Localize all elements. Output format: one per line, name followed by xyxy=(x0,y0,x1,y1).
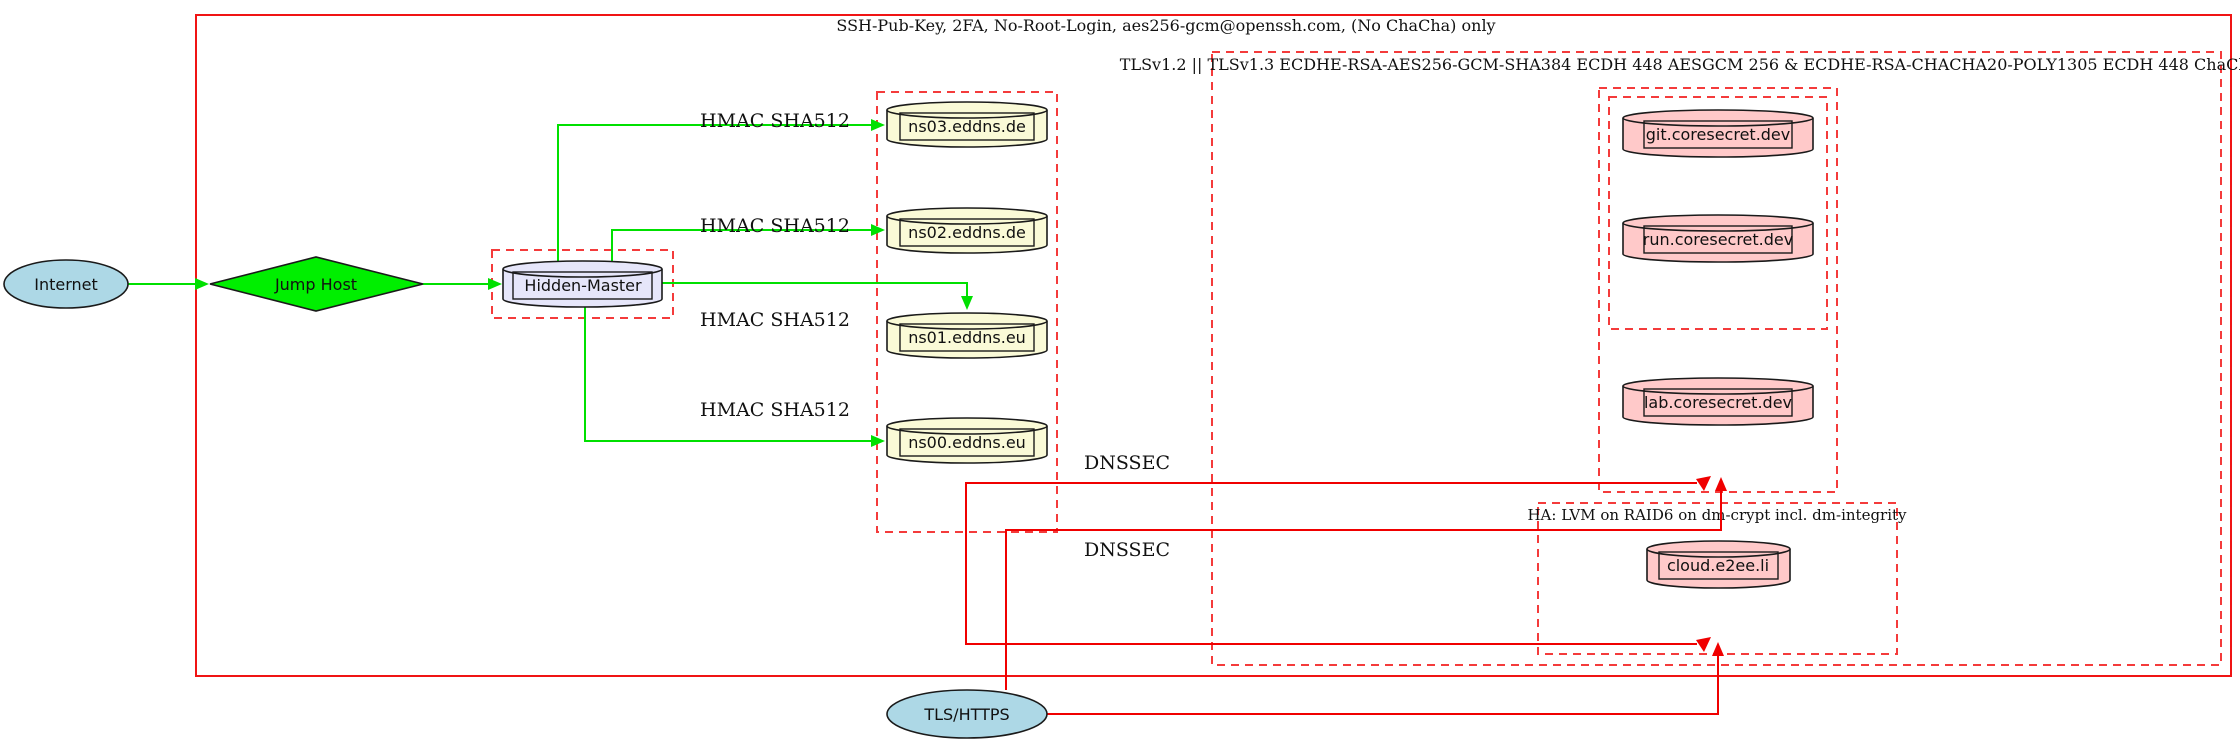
run-cylinder-top xyxy=(1622,214,1814,232)
node-tls-https: TLS/HTTPS xyxy=(886,689,1048,739)
internet-label: Internet xyxy=(34,275,98,294)
lab-cylinder-body xyxy=(1622,386,1814,426)
arrowhead-right-icon xyxy=(195,278,209,290)
node-cloud: cloud.e2ee.li xyxy=(1646,540,1791,589)
lab-label: lab.coresecret.dev xyxy=(1644,393,1792,412)
edge-dns-to-coresecret xyxy=(965,476,1711,532)
node-ns03: ns03.eddns.de xyxy=(886,101,1048,148)
run-label: run.coresecret.dev xyxy=(1643,230,1793,249)
node-ns01: ns01.eddns.eu xyxy=(886,312,1048,359)
edge-tls-to-coresecret xyxy=(1005,477,1727,690)
node-git: git.coresecret.dev xyxy=(1622,109,1814,158)
node-run: run.coresecret.dev xyxy=(1622,214,1814,263)
ns00-label-box xyxy=(899,428,1035,457)
tls-cluster-label: TLSv1.2 || TLSv1.3 ECDHE-RSA-AES256-GCM-… xyxy=(1120,55,2240,74)
lab-label-box xyxy=(1643,388,1793,417)
ns03-cylinder-body xyxy=(886,110,1048,148)
ssh-cluster: SSH-Pub-Key, 2FA, No-Root-Login, aes256-… xyxy=(195,14,2232,677)
cloud-cylinder-top xyxy=(1646,540,1791,558)
hidden-master-label-box xyxy=(512,271,653,300)
hmac-label-ns00: HMAC SHA512 xyxy=(700,399,850,421)
cloud-cylinder-body xyxy=(1646,549,1791,589)
arrowhead-up-icon xyxy=(1696,637,1711,652)
edge-hiddenmaster-to-ns01 xyxy=(662,282,973,310)
ns00-label: ns00.eddns.eu xyxy=(908,433,1026,452)
ssh-cluster-box xyxy=(195,14,2232,677)
git-label-box xyxy=(1643,120,1793,149)
ns01-cylinder-top xyxy=(886,312,1048,330)
node-ns00: ns00.eddns.eu xyxy=(886,417,1048,464)
ns02-cylinder-top xyxy=(886,207,1048,225)
arrowhead-up-icon xyxy=(1712,642,1724,656)
edge-internet-to-jumphost xyxy=(128,278,209,290)
arrowhead-right-icon xyxy=(871,119,885,131)
ns01-label: ns01.eddns.eu xyxy=(908,328,1026,347)
ns03-cylinder-top xyxy=(886,101,1048,119)
hmac-label-ns03: HMAC SHA512 xyxy=(700,110,850,132)
ns00-cylinder-body xyxy=(886,426,1048,464)
edge-hiddenmaster-to-ns00 xyxy=(584,307,885,447)
tls-https-ellipse xyxy=(886,689,1048,739)
ns02-label: ns02.eddns.de xyxy=(908,223,1026,242)
arrowhead-up-icon xyxy=(1696,476,1711,491)
hidden-master-cylinder-top xyxy=(502,260,663,278)
ha-cluster-label: HA: LVM on RAID6 on dm-crypt incl. dm-in… xyxy=(1527,506,1907,524)
edge-ns02-line xyxy=(611,229,872,261)
edge-hiddenmaster-to-ns02 xyxy=(611,224,885,261)
coresecret-outer-cluster-box xyxy=(1598,87,1838,493)
dns-cluster-box xyxy=(876,91,1058,533)
lab-cylinder-top xyxy=(1622,377,1814,395)
run-cylinder-body xyxy=(1622,223,1814,263)
git-label: git.coresecret.dev xyxy=(1646,125,1791,144)
jump-host-label: Jump Host xyxy=(274,275,357,294)
tls-cluster-box xyxy=(1211,51,2222,666)
hidden-master-cylinder-body xyxy=(502,269,663,308)
hidden-master-label: Hidden-Master xyxy=(524,276,642,295)
edge-tls-to-ha xyxy=(1047,642,1724,715)
edge-ns03-line xyxy=(557,124,872,261)
tls-cluster: TLSv1.2 || TLSv1.3 ECDHE-RSA-AES256-GCM-… xyxy=(1120,51,2240,666)
edge-hiddenmaster-to-ns03 xyxy=(557,119,885,261)
arrowhead-right-icon xyxy=(871,435,885,447)
tls-https-label: TLS/HTTPS xyxy=(923,705,1009,724)
edge-ns00-line xyxy=(584,307,872,442)
dnssec-label-1: DNSSEC xyxy=(1084,452,1170,474)
cloud-label-box xyxy=(1658,551,1779,580)
ssh-cluster-label: SSH-Pub-Key, 2FA, No-Root-Login, aes256-… xyxy=(836,16,1495,35)
ns01-cylinder-body xyxy=(886,321,1048,359)
node-hidden-master: Hidden-Master xyxy=(502,260,663,308)
node-jump-host: Jump Host xyxy=(209,256,424,312)
node-ns02: ns02.eddns.de xyxy=(886,207,1048,254)
cloud-label: cloud.e2ee.li xyxy=(1667,556,1769,575)
arrowhead-up-icon xyxy=(1715,477,1727,491)
git-cylinder-top xyxy=(1622,109,1814,127)
edge-dns-to-ha-line xyxy=(965,532,1697,645)
edge-tls-to-coresecret-line xyxy=(1005,491,1722,690)
ns00-cylinder-top xyxy=(886,417,1048,435)
internet-ellipse xyxy=(3,259,129,309)
ns01-label-box xyxy=(899,323,1035,352)
ns03-label: ns03.eddns.de xyxy=(908,117,1026,136)
edge-jumphost-to-hiddenmaster xyxy=(423,278,502,290)
edge-dns-to-coresecret-line xyxy=(965,482,1697,532)
ns03-label-box xyxy=(899,112,1035,141)
git-cylinder-body xyxy=(1622,118,1814,158)
hmac-label-ns01: HMAC SHA512 xyxy=(700,309,850,331)
arrowhead-down-icon xyxy=(961,296,973,310)
dnssec-label-2: DNSSEC xyxy=(1084,539,1170,561)
run-label-box xyxy=(1643,225,1793,254)
arrowhead-right-icon xyxy=(488,278,502,290)
hmac-label-ns02: HMAC SHA512 xyxy=(700,215,850,237)
edge-ns01-line xyxy=(662,282,968,297)
edge-dns-to-ha xyxy=(965,532,1711,652)
ns02-label-box xyxy=(899,218,1035,247)
ns02-cylinder-body xyxy=(886,216,1048,254)
coresecret-inner-cluster-box xyxy=(1608,96,1828,330)
arrowhead-right-icon xyxy=(871,224,885,236)
node-lab: lab.coresecret.dev xyxy=(1622,377,1814,426)
jump-host-diamond xyxy=(209,256,424,312)
node-internet: Internet xyxy=(3,259,129,309)
edge-tls-to-ha-line xyxy=(1047,656,1719,715)
